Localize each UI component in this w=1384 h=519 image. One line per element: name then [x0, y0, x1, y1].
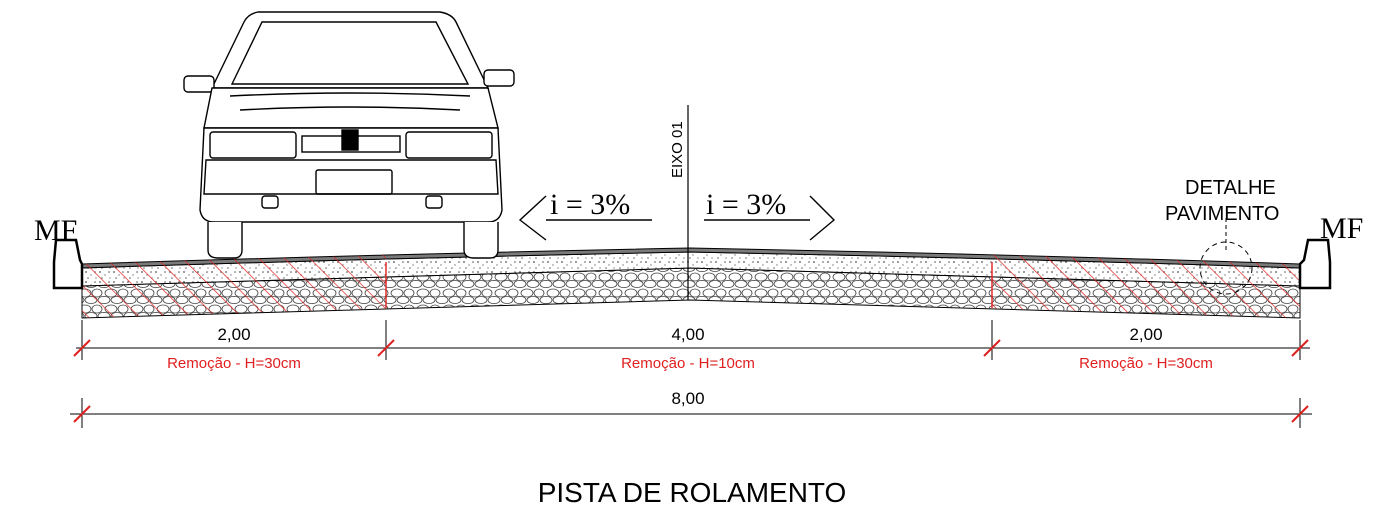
dimension-row-partial	[73, 320, 1310, 360]
detail-circle	[1199, 241, 1253, 295]
tick-mark-icon	[1291, 339, 1309, 357]
curb-right-icon	[1298, 238, 1332, 290]
arrow-right-icon	[809, 195, 836, 241]
arrow-left-icon	[518, 195, 547, 241]
removal-hatch-right	[992, 254, 1300, 318]
tick-mark-icon	[1291, 405, 1309, 423]
axis-label: EIXO 01	[669, 121, 686, 178]
tick-mark-icon	[73, 339, 91, 357]
detail-label-line1: DETALHE	[1185, 177, 1276, 199]
detail-label-line2: PAVIMENTO	[1165, 203, 1279, 225]
dimension-right: 2,00	[1129, 325, 1162, 344]
curb-label-right: MF	[1320, 212, 1363, 245]
dimension-center: 4,00	[671, 325, 704, 344]
tick-mark-icon	[73, 405, 91, 423]
removal-label-left: Remoção - H=30cm	[167, 355, 301, 372]
slope-left-label: i = 3%	[550, 188, 630, 221]
removal-label-center: Remoção - H=10cm	[621, 355, 755, 372]
curb-left-icon	[52, 238, 84, 290]
slope-right-label: i = 3%	[706, 188, 786, 221]
removal-hatch-left	[82, 255, 386, 318]
page-title: PISTA DE ROLAMENTO	[538, 477, 847, 508]
car-icon	[183, 11, 515, 259]
pavement-section	[81, 247, 1301, 319]
tick-mark-icon	[377, 339, 395, 357]
tick-mark-icon	[983, 339, 1001, 357]
removal-label-right: Remoção - H=30cm	[1079, 355, 1213, 372]
dimension-left: 2,00	[217, 325, 250, 344]
dimension-total: 8,00	[671, 389, 704, 408]
curb-label-left: MF	[34, 214, 77, 247]
dimension-row-total	[70, 398, 1312, 428]
